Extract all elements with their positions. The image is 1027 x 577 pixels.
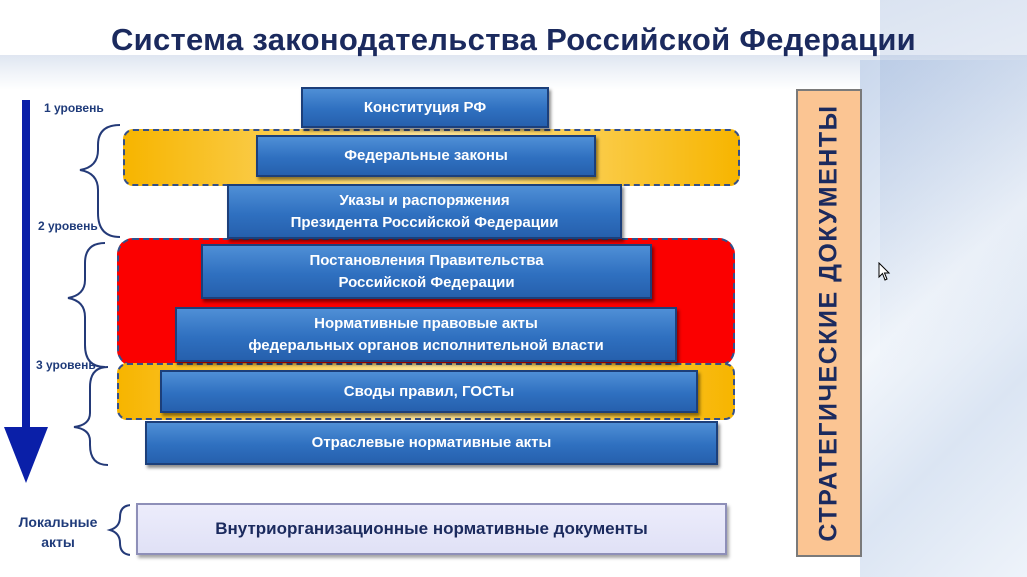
box-standards: Своды правил, ГОСТы — [160, 370, 698, 413]
local-acts-label: Локальные акты — [8, 512, 108, 552]
strategic-documents-panel: СТРАТЕГИЧЕСКИЕ ДОКУМЕНТЫ — [796, 89, 862, 557]
box-government-resolutions-line1: Постановления Правительства — [309, 251, 544, 269]
mouse-pointer-icon — [878, 262, 891, 281]
box-constitution: Конституция РФ — [301, 87, 549, 128]
box-government-resolutions: Постановления Правительства Российской Ф… — [201, 244, 652, 299]
box-presidential-decrees-line1: Указы и распоряжения — [339, 191, 510, 209]
box-government-resolutions-line2: Российской Федерации — [338, 273, 515, 291]
box-presidential-decrees: Указы и распоряжения Президента Российск… — [227, 184, 622, 239]
brace-local — [106, 504, 130, 556]
strategic-documents-label: СТРАТЕГИЧЕСКИЕ ДОКУМЕНТЫ — [814, 104, 843, 542]
local-acts-label-line2: акты — [41, 534, 75, 550]
box-federal-laws: Федеральные законы — [256, 135, 596, 177]
box-federal-bodies-acts-line2: федеральных органов исполнительной власт… — [248, 336, 604, 354]
local-acts-label-line1: Локальные — [18, 514, 98, 530]
background-shard — [880, 0, 1027, 577]
level-braces — [67, 124, 130, 556]
box-standards-line1: Своды правил, ГОСТы — [343, 382, 515, 400]
background-decoration — [860, 60, 1027, 577]
box-internal-documents: Внутриорганизационные нормативные докуме… — [136, 503, 727, 555]
brace-level3 — [73, 366, 109, 466]
box-industry-acts: Отраслевые нормативные акты — [145, 421, 718, 465]
box-federal-bodies-acts-line1: Нормативные правовые акты — [314, 314, 538, 332]
box-industry-acts-line1: Отраслевые нормативные акты — [311, 434, 552, 451]
box-presidential-decrees-line2: Президента Российской Федерации — [290, 213, 559, 231]
box-constitution-line1: Конституция РФ — [363, 98, 487, 116]
level-2-label: 2 уровень — [38, 219, 98, 233]
page-title: Система законодательства Российской Феде… — [110, 22, 917, 57]
brace-level1-2 — [79, 124, 121, 238]
level-3-label: 3 уровень — [36, 358, 96, 372]
hierarchy-arrow — [4, 100, 48, 483]
box-federal-bodies-acts: Нормативные правовые акты федеральных ор… — [175, 307, 677, 362]
background-band — [0, 55, 1027, 90]
brace-level2-3 — [67, 242, 106, 368]
level-1-label: 1 уровень — [44, 101, 104, 115]
box-federal-laws-line1: Федеральные законы — [344, 147, 508, 164]
